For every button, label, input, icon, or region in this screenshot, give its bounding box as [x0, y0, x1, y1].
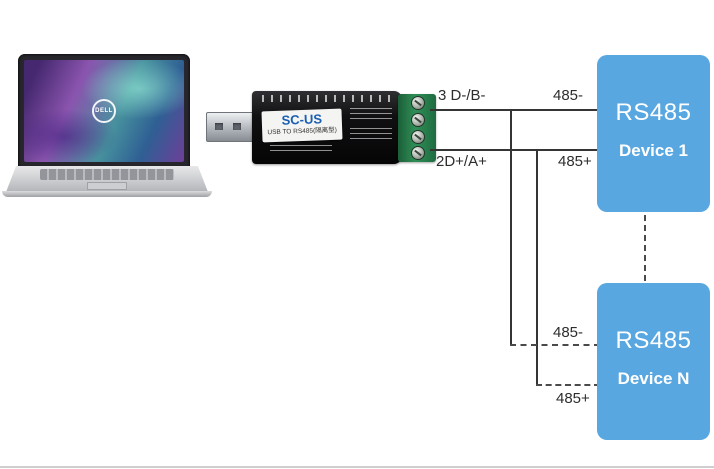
terminal-screw: [411, 113, 425, 127]
adapter-print-text: [350, 128, 392, 141]
terminal-block: [398, 94, 436, 162]
label-wire-d-plus: 2D+/A+: [436, 153, 487, 170]
adapter-print-text: [350, 108, 392, 121]
bottom-border-line: [0, 466, 714, 468]
device-n-box: RS485 Device N: [597, 283, 710, 440]
usb-plug-hole: [215, 123, 223, 130]
wire-dashed-plus-device-n: [536, 384, 600, 386]
laptop-base-edge: [2, 191, 212, 197]
device-1-name: Device 1: [619, 141, 688, 160]
terminal-screw: [411, 130, 425, 144]
device-1-box: RS485 Device 1: [597, 55, 710, 212]
laptop-keyboard: [40, 169, 174, 180]
label-devicen-485-plus: 485+: [556, 390, 590, 407]
label-wire-d-minus: 3 D-/B-: [438, 87, 486, 104]
wire-dashed-minus-device-n: [510, 344, 600, 346]
terminal-screw: [411, 146, 425, 160]
device-1-title: RS485: [615, 99, 692, 126]
adapter-print-text: [270, 145, 332, 154]
laptop-display: DELL: [24, 60, 184, 162]
label-devicen-485-minus: 485-: [553, 324, 584, 341]
wire-tap-minus: [510, 109, 512, 345]
usb-plug-shell: [206, 112, 254, 142]
wire-d-plus: [430, 149, 600, 151]
usb-plug-hole: [233, 123, 241, 130]
label-device1-485-minus: 485-: [553, 87, 584, 104]
usb-rs485-adapter: SC-US USB TO RS485(隔离型): [252, 91, 402, 164]
adapter-label-sticker: SC-US USB TO RS485(隔离型): [261, 108, 343, 143]
usb-plug: [206, 112, 254, 142]
laptop: DELL: [2, 52, 216, 200]
laptop-base: [6, 166, 208, 192]
adapter-description-label: USB TO RS485(隔离型): [267, 126, 338, 137]
terminal-screw: [411, 96, 425, 110]
laptop-screen: DELL: [18, 54, 190, 168]
laptop-touchpad: [87, 182, 127, 190]
device-n-title: RS485: [615, 327, 692, 354]
label-device1-485-plus: 485+: [558, 153, 592, 170]
adapter-pin-markings: [262, 95, 390, 102]
bus-continuation-dashed: [644, 215, 646, 281]
device-n-name: Device N: [617, 369, 690, 388]
wire-tap-plus: [536, 149, 538, 385]
wire-d-minus: [430, 109, 600, 111]
dell-logo: DELL: [92, 99, 116, 123]
